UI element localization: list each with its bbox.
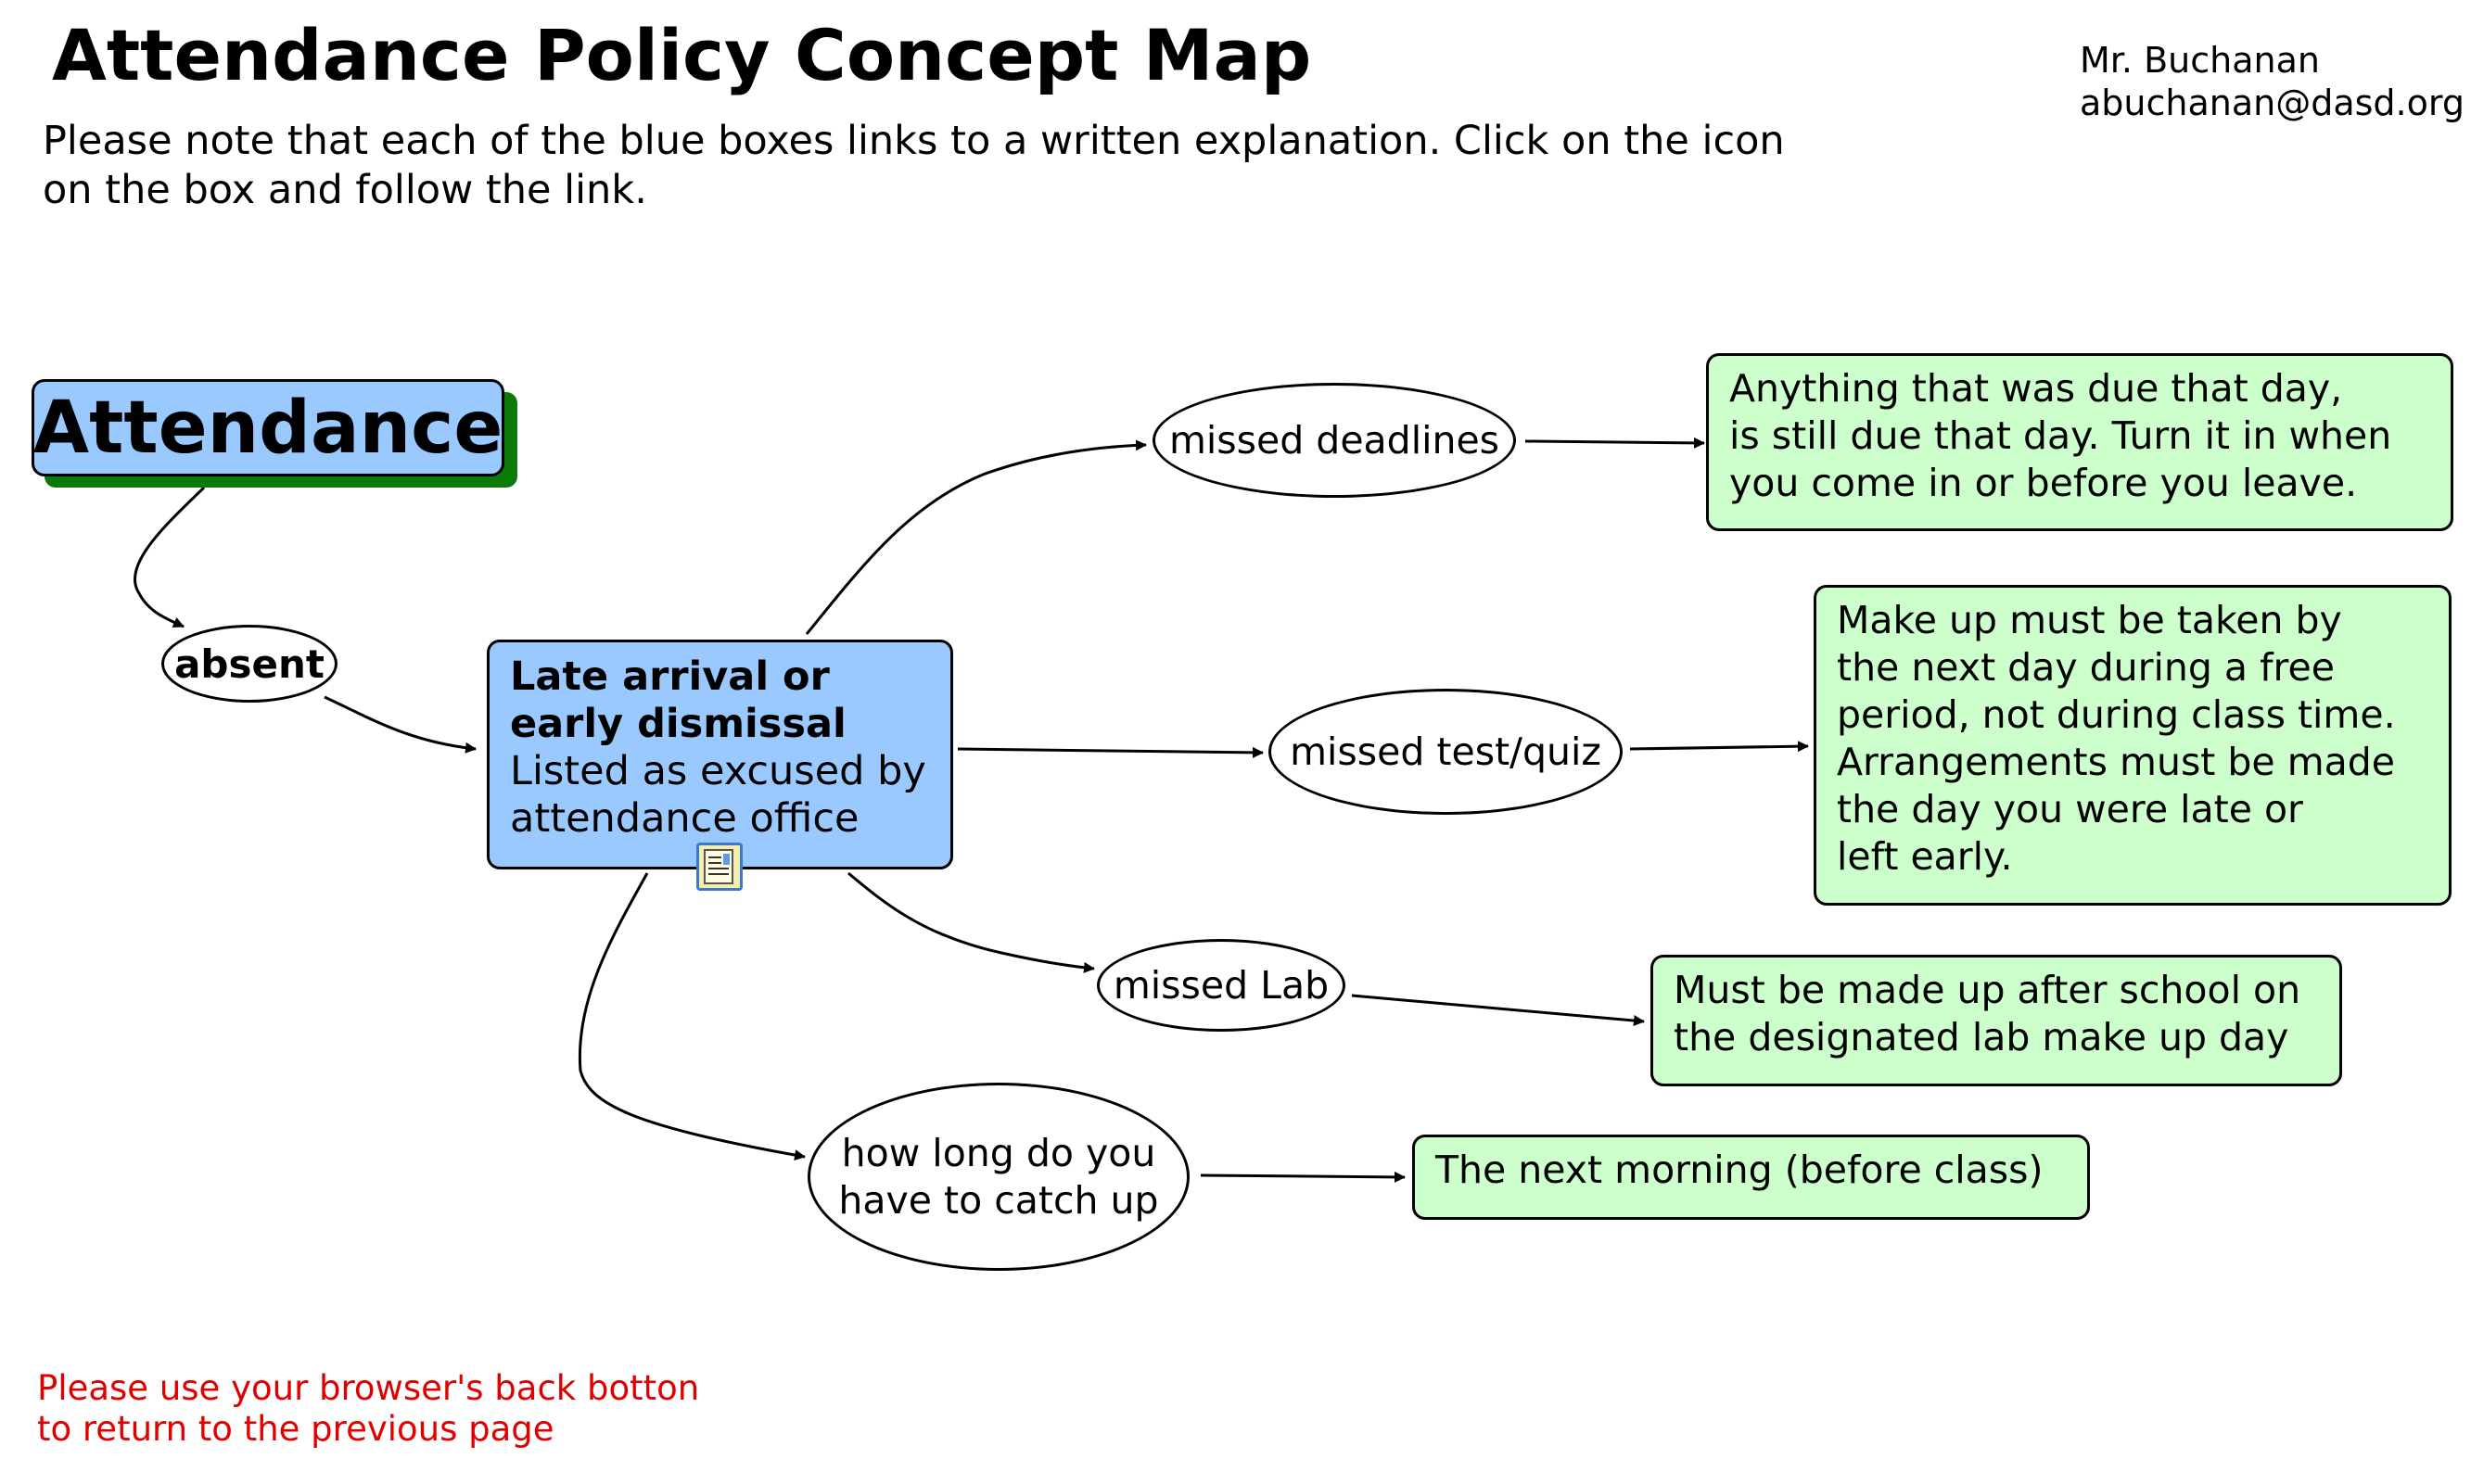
test-info-box: Make up must be taken by the next day du… [1814,585,2452,906]
instructions-note: Please note that each of the blue boxes … [43,118,1785,213]
test-info-line5: the day you were late or [1837,787,2303,831]
missed-test-node: missed test/quiz [1268,689,1623,815]
absent-node: absent [161,625,338,703]
link-attendance-absent [133,486,206,628]
author-info: Mr. Buchanan abuchanan@dasd.org [2080,39,2465,124]
missed-test-label: missed test/quiz [1290,729,1601,774]
late-desc-line2: attendance office [510,795,860,842]
attendance-label: Attendance [32,386,503,470]
lab-info-line2: the designated lab make up day [1674,1015,2289,1059]
lab-info-line1: Must be made up after school on [1674,968,2301,1012]
catch-up-line2: have to catch up [838,1177,1159,1223]
test-info-line3: period, not during class time. [1837,692,2396,737]
author-name: Mr. Buchanan [2080,40,2320,81]
missed-lab-label: missed Lab [1113,962,1330,1008]
catch-up-line1: how long do you [841,1130,1156,1175]
link-deadlines-info [1524,437,1705,449]
deadlines-info-line1: Anything that was due that day, [1729,366,2343,411]
link-lab-info [1351,994,1645,1027]
absent-label: absent [174,641,325,687]
deadlines-info-box: Anything that was due that day, is still… [1706,353,2453,531]
missed-lab-node: missed Lab [1097,939,1345,1032]
attendance-node[interactable]: Attendance [32,379,504,476]
back-instruction: Please use your browser's back botton to… [37,1368,699,1450]
link-late-catchup [578,872,806,1161]
link-test-info [1629,741,1809,753]
test-info-line2: the next day during a free [1837,645,2335,690]
test-info-line4: Arrangements must be made [1837,740,2396,784]
catch-up-info-text: The next morning (before class) [1435,1148,2044,1192]
late-arrival-node[interactable]: Late arrival or early dismissal Listed a… [487,640,953,869]
link-catchup-info [1200,1171,1406,1183]
deadlines-info-line2: is still due that day. Turn it in when [1729,413,2392,458]
deadlines-info-line3: you come in or before you leave. [1729,461,2358,505]
late-desc-line1: Listed as excused by [510,748,926,794]
missed-deadlines-node: missed deadlines [1153,383,1516,498]
test-info-line1: Make up must be taken by [1837,598,2342,642]
page-title: Attendance Policy Concept Map [52,14,1312,96]
link-absent-late [324,695,477,754]
catch-up-node: how long do you have to catch up [808,1083,1190,1271]
link-late-deadlines [805,439,1147,635]
author-email: abuchanan@dasd.org [2080,82,2465,123]
catch-up-info-box: The next morning (before class) [1412,1135,2090,1220]
lab-info-box: Must be made up after school on the desi… [1650,955,2342,1086]
link-late-lab [847,871,1095,973]
late-title-line1: Late arrival or [510,653,830,700]
missed-deadlines-label: missed deadlines [1168,417,1500,463]
link-late-test [957,746,1264,758]
late-title-line2: early dismissal [510,701,847,747]
back-instruction-line2: to return to the previous page [37,1409,554,1449]
document-icon[interactable] [696,843,743,891]
test-info-line6: left early. [1837,834,2013,879]
back-instruction-line1: Please use your browser's back botton [37,1368,700,1408]
